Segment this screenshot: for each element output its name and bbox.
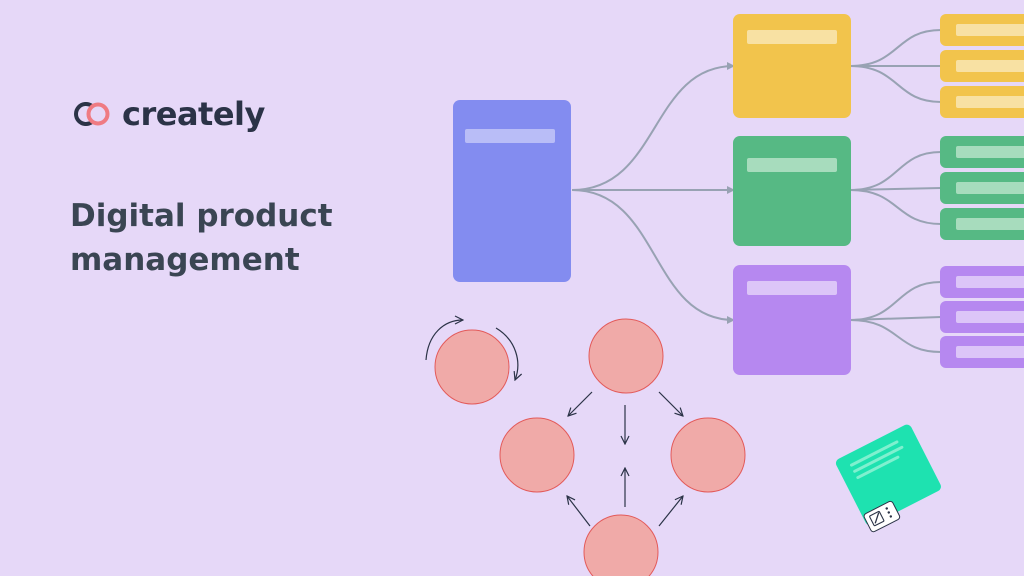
leaf-node[interactable]	[940, 14, 1024, 46]
leaf-node[interactable]	[940, 301, 1024, 333]
root-connectors	[571, 62, 735, 324]
branch-node-green[interactable]	[733, 136, 851, 246]
cycle-node[interactable]	[434, 329, 510, 405]
leaf-connectors	[849, 29, 942, 353]
branch-label-bar	[747, 158, 837, 172]
leaf-node[interactable]	[940, 172, 1024, 204]
connector-root-yellow	[571, 62, 735, 191]
cycle-arrows	[425, 320, 518, 380]
creately-logo-icon	[74, 102, 110, 126]
branch-label-bar	[747, 30, 837, 44]
branch-label-bar	[747, 281, 837, 295]
page-title-line-1: Digital product	[70, 198, 333, 234]
sticky-note[interactable]	[834, 423, 942, 527]
sticky-note-toolbar[interactable]	[863, 500, 901, 533]
brand[interactable]: creately	[70, 92, 265, 136]
page-title: Digital product management	[70, 194, 390, 282]
branch-node-yellow[interactable]	[733, 14, 851, 118]
leaf-node[interactable]	[940, 136, 1024, 168]
leaf-group-yellow	[940, 14, 1024, 118]
page-title-line-2: management	[70, 242, 300, 278]
flow-node-bottom[interactable]	[583, 514, 659, 576]
flow-diagram	[499, 318, 746, 576]
leaf-node[interactable]	[940, 208, 1024, 240]
connector-root-purple	[571, 189, 735, 324]
cycle-arrow-right	[495, 327, 518, 380]
leaf-node[interactable]	[940, 86, 1024, 118]
flow-node-right[interactable]	[670, 417, 746, 493]
leaf-group-green	[940, 136, 1024, 240]
more-dots-icon[interactable]	[885, 507, 893, 518]
cycle-arrow-top	[425, 320, 463, 361]
leaf-node[interactable]	[940, 50, 1024, 82]
root-node[interactable]	[453, 100, 571, 282]
flow-arrows	[567, 391, 683, 527]
root-node-label-bar	[465, 129, 555, 143]
flow-node-left[interactable]	[499, 417, 575, 493]
leaf-node[interactable]	[940, 266, 1024, 298]
leaf-node[interactable]	[940, 336, 1024, 368]
brand-name: creately	[122, 95, 265, 133]
edit-note-icon[interactable]	[869, 510, 885, 527]
leaf-group-purple	[940, 266, 1024, 368]
branch-node-purple[interactable]	[733, 265, 851, 375]
flow-node-top[interactable]	[588, 318, 664, 394]
